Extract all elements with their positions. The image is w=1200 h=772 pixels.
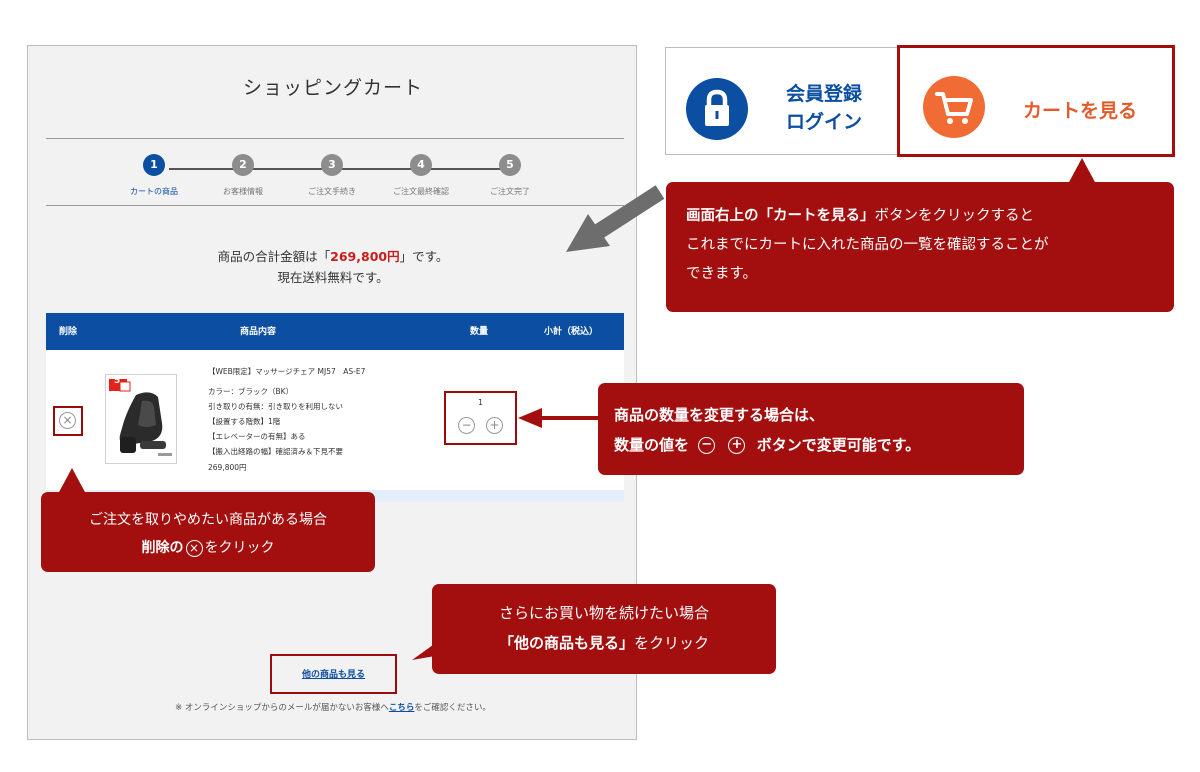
- callout-line: これまでにカートに入れた商品の一覧を確認することが: [686, 237, 1049, 253]
- callout-tail: [1068, 158, 1096, 184]
- callout-text: ご注文を取りやめたい商品がある場合 削除の×をクリック: [41, 506, 375, 562]
- login-label: ログイン: [786, 111, 863, 133]
- callout-line: をクリック: [204, 540, 275, 556]
- cart-button-highlight: カートを見る: [897, 45, 1175, 157]
- callout-line: をクリック: [634, 634, 710, 652]
- header-content: 商品内容: [240, 327, 277, 337]
- step-1-label: カートの商品: [130, 187, 178, 196]
- product-badge: 5: [114, 376, 121, 386]
- header-quantity: 数量: [470, 327, 489, 337]
- cart-icon-svg: [935, 92, 973, 124]
- massage-chair-image: [109, 379, 172, 456]
- callout-text: 画面右上の「カートを見る」ボタンをクリックすると これまでにカートに入れた商品の…: [686, 202, 1049, 289]
- header-subtotal: 小計（税込）: [544, 327, 599, 337]
- delete-highlight: ×: [53, 406, 83, 436]
- member-register-label: 会員登録: [786, 83, 863, 105]
- callout-emphasis: 「他の商品も見る」: [498, 634, 634, 652]
- callout-emphasis: 画面右上の「カートを見る」: [686, 208, 875, 224]
- quantity-decrease-button[interactable]: −: [458, 417, 475, 434]
- step-5-circle: 5: [499, 154, 521, 176]
- product-detail: 【搬入出経路の幅】確認済み＆下見不要: [208, 447, 343, 456]
- callout-text: さらにお買い物を続けたい場合 「他の商品も見る」をクリック: [432, 598, 776, 658]
- divider: [46, 138, 624, 139]
- lock-icon[interactable]: [686, 78, 748, 140]
- lock-icon-svg: [705, 89, 729, 126]
- step-4-label: ご注文最終確認: [393, 187, 449, 196]
- view-cart-button[interactable]: カートを見る: [1023, 100, 1138, 122]
- other-products-link[interactable]: 他の商品も見る: [301, 670, 365, 680]
- delete-item-button[interactable]: ×: [59, 412, 76, 429]
- product-price: 269,800円: [208, 463, 247, 472]
- callout-emphasis: 削除の: [141, 540, 184, 556]
- callout-line: さらにお買い物を続けたい場合: [498, 604, 709, 622]
- callout-line: 商品の数量を変更する場合は、: [614, 406, 825, 424]
- email-notice: ※ オンラインショップからのメールが届かないお客様へこちらをご確認ください。: [28, 701, 638, 713]
- step-2-circle: 2: [232, 154, 254, 176]
- product-image[interactable]: [105, 374, 177, 464]
- callout-line: ご注文を取りやめたい商品がある場合: [89, 512, 327, 528]
- plus-circle-icon: +: [728, 437, 746, 454]
- callout-quantity: 商品の数量を変更する場合は、 数量の値を − + ボタンで変更可能です。: [598, 383, 1024, 475]
- cart-table-header: 削除 商品内容 数量 小計（税込）: [46, 313, 624, 350]
- step-3-label: ご注文手続き: [308, 187, 356, 196]
- callout-line: できます。: [686, 266, 758, 282]
- header-delete: 削除: [59, 327, 78, 337]
- gray-arrow-shaft: [593, 185, 665, 239]
- step-2-label: お客様情報: [223, 187, 263, 196]
- total-prefix: 商品の合計金額は「: [217, 249, 331, 264]
- product-detail: 【設置する階数】1階: [208, 417, 281, 426]
- product-detail: カラー：ブラック（BK）: [208, 387, 294, 396]
- page-title: ショッピングカート: [242, 77, 423, 99]
- cart-icon[interactable]: [923, 76, 985, 138]
- callout-line: 数量の値を: [614, 436, 690, 454]
- callout-line: ボタンで変更可能です。: [756, 436, 921, 454]
- gray-arrow-head: [566, 214, 610, 252]
- other-products-highlight: 他の商品も見る: [270, 654, 397, 694]
- callout-cart-button: 画面右上の「カートを見る」ボタンをクリックすると これまでにカートに入れた商品の…: [666, 182, 1174, 312]
- notice-text-end: をご確認ください。: [414, 703, 491, 713]
- total-suffix: 」です。: [399, 249, 449, 264]
- step-5-label: ご注文完了: [490, 187, 530, 196]
- product-detail: 【エレベーターの有無】ある: [208, 432, 306, 441]
- product-detail: 引き取りの有無：引き取りを利用しない: [208, 402, 343, 411]
- callout-tail: [58, 468, 86, 494]
- quantity-increase-button[interactable]: +: [486, 417, 503, 434]
- callout-continue-shopping: さらにお買い物を続けたい場合 「他の商品も見る」をクリック: [432, 584, 776, 674]
- cart-total: 商品の合計金額は「269,800円」です。: [28, 246, 638, 265]
- header-mock: 会員登録 ログイン カートを見る: [665, 45, 1175, 157]
- shipping-note: 現在送料無料です。: [277, 270, 389, 285]
- close-circle-icon: ×: [185, 539, 203, 557]
- quantity-value: 1: [477, 398, 484, 407]
- minus-circle-icon: −: [698, 437, 716, 454]
- callout-text: 商品の数量を変更する場合は、 数量の値を − + ボタンで変更可能です。: [614, 400, 920, 460]
- total-amount: 269,800円: [330, 249, 400, 264]
- red-arrow-shaft: [540, 416, 600, 420]
- member-login-link[interactable]: 会員登録 ログイン: [786, 80, 862, 136]
- step-1-circle: 1: [143, 154, 165, 176]
- red-arrow-head: [518, 408, 542, 428]
- notice-text: ※ オンラインショップからのメールが届かないお客様へ: [175, 703, 389, 713]
- product-name[interactable]: 【WEB限定】マッサージチェア MJ57 AS-E7: [208, 367, 366, 376]
- notice-link[interactable]: こちら: [388, 703, 415, 713]
- callout-line: ボタンをクリックすると: [874, 208, 1035, 224]
- quantity-highlight: 1 − +: [444, 391, 517, 445]
- divider: [46, 205, 624, 206]
- step-3-circle: 3: [321, 154, 343, 176]
- cart-panel: ショッピングカート 1 2 3 4 5 カートの商品 お客様情報 ご注文手続き …: [27, 45, 637, 740]
- step-4-circle: 4: [410, 154, 432, 176]
- callout-delete: ご注文を取りやめたい商品がある場合 削除の×をクリック: [41, 492, 375, 572]
